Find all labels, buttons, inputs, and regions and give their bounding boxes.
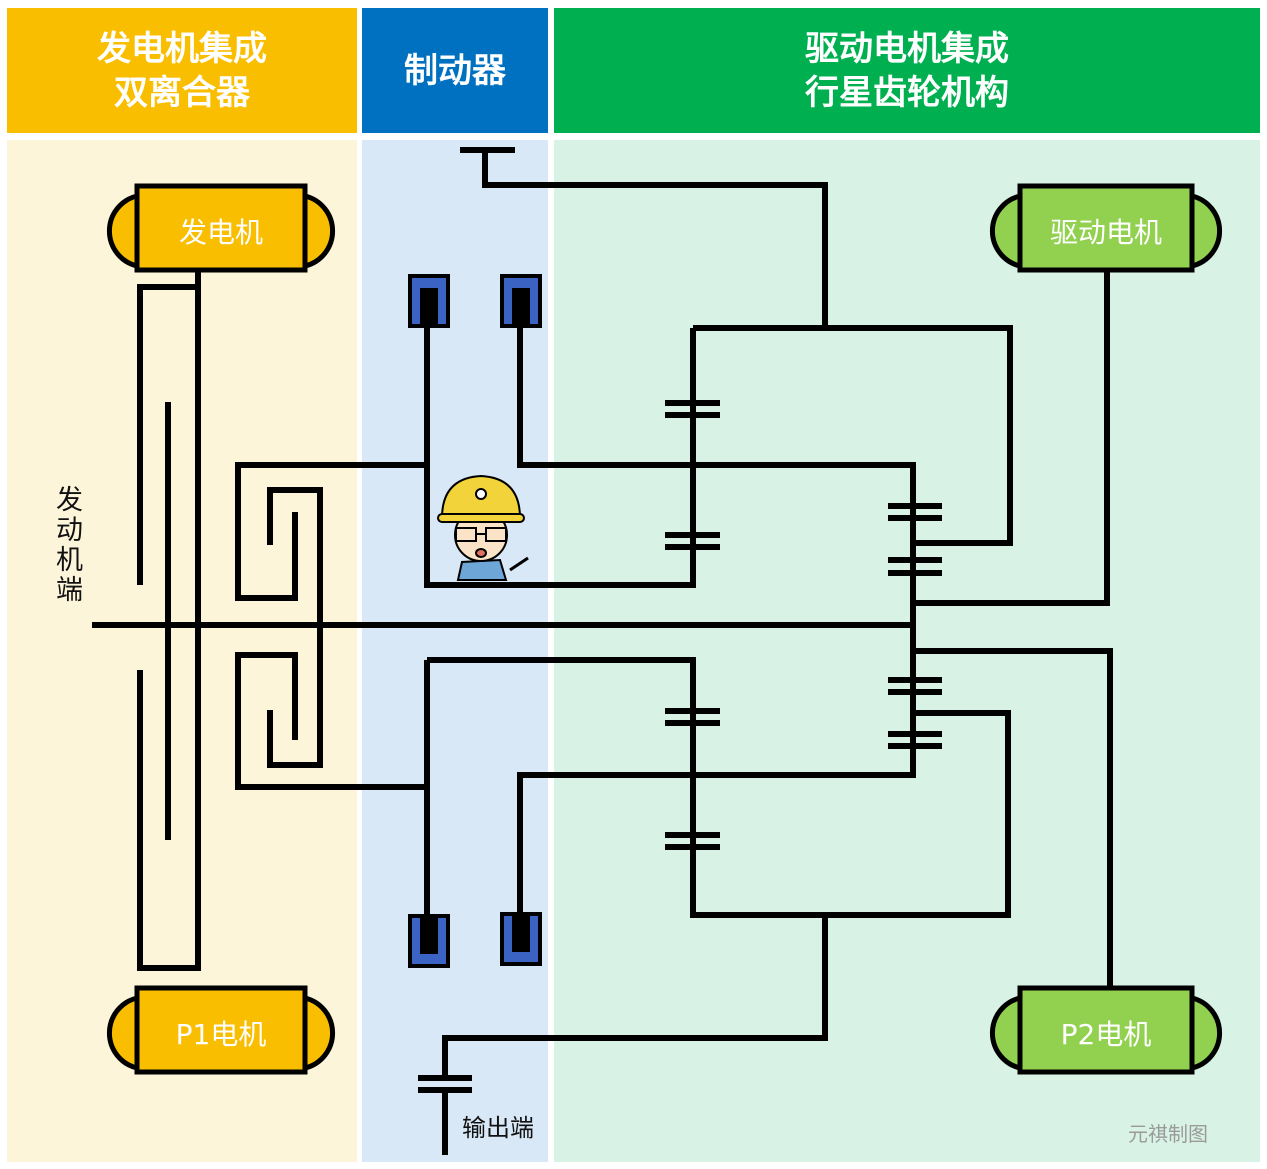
brake-blocks <box>408 274 542 968</box>
ring-gear-bottom <box>427 657 1011 918</box>
drive-motor-shaft <box>913 272 1110 606</box>
clutch-outer-top <box>235 462 427 601</box>
header-right: 驱动电机集成 行星齿轮机构 <box>805 28 1009 113</box>
carrier-top <box>424 300 696 588</box>
header-middle-bg <box>362 8 548 133</box>
planet-gears-left <box>665 400 720 850</box>
p2-motor-label: P2电机 <box>1060 1018 1152 1051</box>
brake-anchor <box>460 147 828 328</box>
header-right-bg <box>554 8 1260 133</box>
mechanism-lines <box>92 147 1113 1155</box>
output-gear <box>418 1075 472 1093</box>
generator-label: 发电机 <box>178 216 263 249</box>
drive-motor-label: 驱动电机 <box>1049 216 1162 249</box>
ring-gear-top <box>693 325 1013 546</box>
output-end-label: 输出端 <box>462 1114 534 1142</box>
header-middle: 制动器 <box>404 50 506 91</box>
flywheel <box>137 284 201 971</box>
sun-link <box>517 300 916 920</box>
clutch-outer-bottom <box>235 652 427 790</box>
engineer-cartoon-icon <box>437 474 529 581</box>
header-left: 发电机集成 双离合器 <box>97 28 267 113</box>
watermark: 元祺制图 <box>1128 1122 1208 1146</box>
p1-motor-label: P1电机 <box>175 1018 267 1051</box>
p2-motor-shaft <box>913 648 1113 988</box>
clutch-inner <box>267 487 323 768</box>
header-left-bg <box>7 8 357 133</box>
output-shaft <box>442 915 828 1155</box>
motor-shapes <box>106 183 1223 1075</box>
engine-end-label: 发动机端 <box>56 485 83 606</box>
planet-gears-right <box>888 503 942 749</box>
